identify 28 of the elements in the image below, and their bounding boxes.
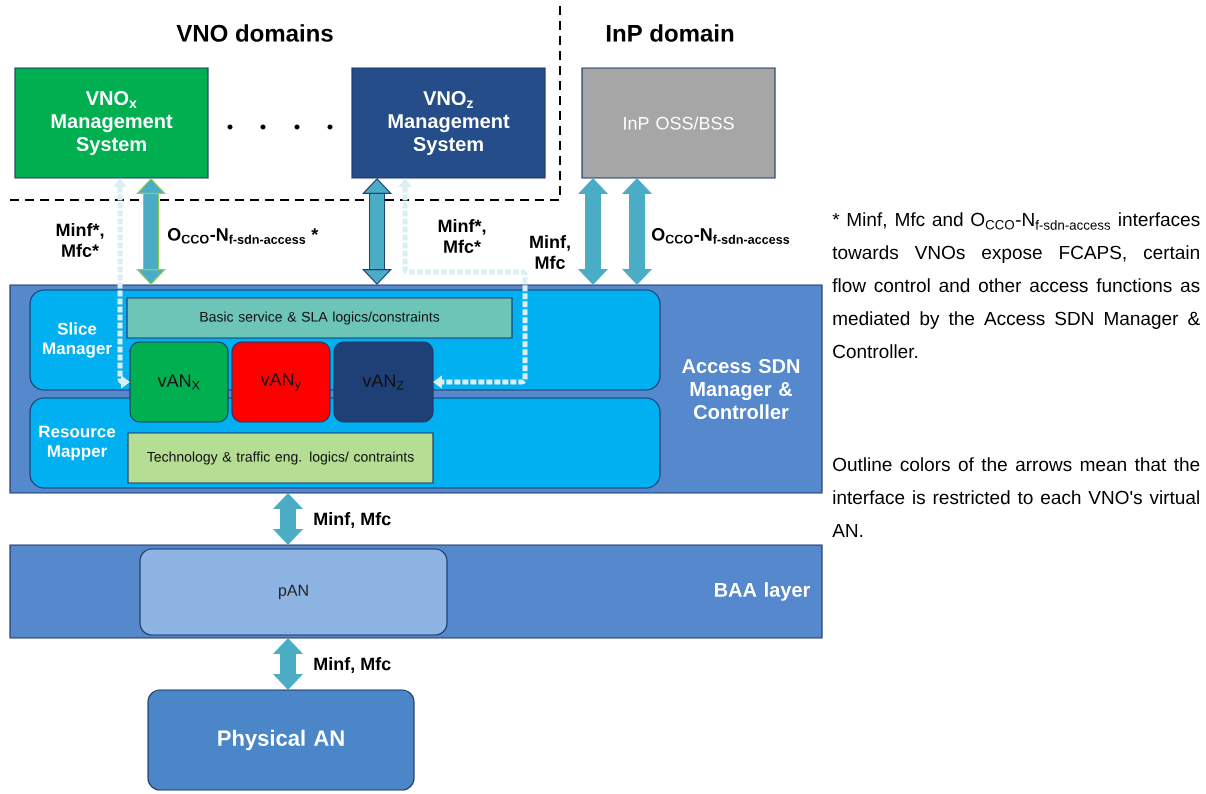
edge-label: Minf, Mfc (530, 235, 570, 269)
logic-box: Basic service & SLA logics/constraints (126, 297, 513, 339)
footnote-paragraph: Outline colors of the arrows mean that the interface is restricted to each VNO's virtual AN. (832, 457, 1200, 537)
edge-label: Minf, Mfc (314, 657, 391, 673)
heading: VNO domains (176, 24, 333, 42)
interface-arrow (361, 178, 393, 285)
interface-arrow (621, 178, 653, 285)
edge-label: $\text{O}_{\text{CCO}}\text{-N}_{\text{f-sdn-access}}\ \text{*}$ (167, 228, 319, 244)
interface-arrow (272, 638, 304, 690)
physical-an-box: Physical AN (147, 689, 415, 791)
edge-label: Minf, Mfc (314, 512, 391, 528)
interface-arrow (272, 493, 304, 545)
interface-arrow (398, 178, 528, 389)
system-box: InP OSS/BSS (581, 67, 776, 179)
edge-label: $\text{O}_{\text{CCO}}\text{-N}_{\text{f-sdn-access}}$ (651, 228, 790, 244)
van-box: vAN$_{y}$ (231, 341, 331, 423)
system-box: VNO$_{z}$ Management System (351, 67, 546, 179)
system-box: VNO$_{x}$ Management System (14, 67, 209, 179)
heading: InP domain (606, 24, 734, 42)
logic-box: Technology & traffic eng. logics/ contraints (127, 432, 434, 484)
edge-label: Minf*, Mfc* (438, 219, 486, 253)
interface-arrow (577, 178, 609, 285)
footnote-paragraph: * Minf, Mfc and $\text{O}_{\text{CCO}}\text{-N}_{\text{f-sdn-access}}$ interfaces towards VNOs expose FCAPS, certain flow control and other access functions as mediated by the Access SDN Manager & Controller. (832, 212, 1200, 359)
van-box: vAN$_{X}$ (129, 341, 229, 423)
pan-box: pAN (139, 548, 448, 636)
interface-arrow (135, 178, 167, 285)
edge-label: Minf*, Mfc* (56, 223, 104, 257)
van-box: vAN$_{Z}$ (333, 341, 434, 423)
